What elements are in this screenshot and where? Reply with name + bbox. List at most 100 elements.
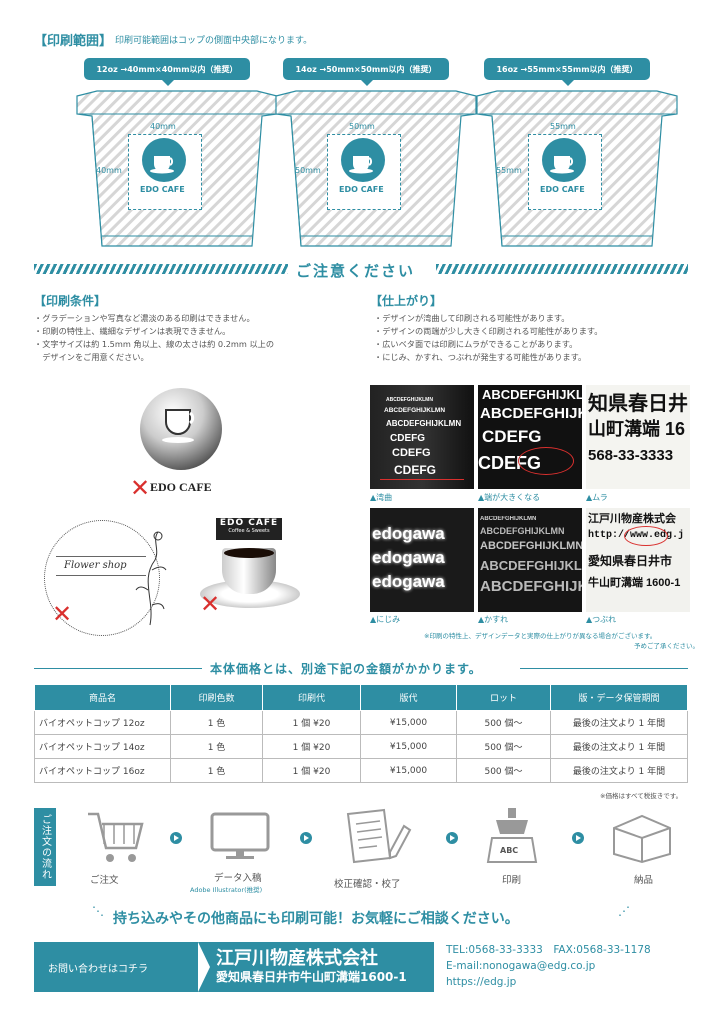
cafe-logo-text: EDO CAFE: [140, 185, 185, 194]
photo-curve: ABCDEFGHIJKLMN ABCDEFGHIJKLMN ABCDEFGHIJ…: [370, 385, 474, 489]
order-flow-label: ご注文の流れ: [34, 808, 56, 886]
finish-list: ・デザインが湾曲して印刷される可能性があります。 ・デザインの両端が少し大きく印…: [374, 312, 602, 364]
print-conditions-heading: 【印刷条件】: [34, 294, 107, 308]
table-cell: 500 個〜: [456, 758, 551, 783]
photo-tsubure: 江戸川物産株式会 http://www.edg.j 愛知県春日井市 牛山町溝端 …: [586, 508, 690, 612]
photo-coffee: [224, 548, 274, 558]
table-cell: 1 個 ¥20: [262, 758, 361, 783]
arrow-right-icon: [170, 832, 182, 844]
flow-step-label: ご注文: [90, 875, 119, 886]
flower-logo-text: Flower shop: [64, 560, 127, 571]
caution-title: ご注意ください: [296, 262, 416, 280]
list-item: デザインをご用意ください。: [34, 352, 149, 362]
table-row: バイオペットコップ 12oz 1 色 1 個 ¥20 ¥15,000 500 個…: [34, 710, 688, 735]
table-cell: バイオペットコップ 12oz: [34, 710, 171, 735]
flower-logo-example: [44, 520, 160, 636]
flower-frame: [56, 556, 146, 576]
table-cell: 最後の注文より 1 年間: [550, 734, 688, 759]
arrow-right-icon: [300, 832, 312, 844]
photo-faint: ABCDEFGHIJKLMN ABCDEFGHIJKLMN ABCDEFGHIJ…: [478, 508, 582, 612]
table-cell: バイオペットコップ 14oz: [34, 734, 171, 759]
caption: ▲かすれ: [478, 615, 509, 624]
dim-width: 50mm: [349, 122, 375, 131]
contact-tab: お問い合わせはコチラ: [34, 942, 194, 992]
tel-fax: TEL:0568-33-3333 FAX:0568-33-1178: [446, 944, 651, 956]
cross-mark-icon: ✕: [130, 474, 151, 502]
arrow-right-icon: [446, 832, 458, 844]
table-cell: 1 個 ¥20: [262, 710, 361, 735]
finish-footnote: ※印刷の特性上、デザインデータと実際の仕上がりが異なる場合がございます。: [424, 632, 657, 640]
table-cell: 1 色: [170, 758, 263, 783]
column-header: 商品名: [34, 684, 171, 711]
caption: ▲ムラ: [586, 493, 608, 502]
list-item: ・広いベタ面では印刷にムラができることがあります。: [374, 339, 578, 349]
column-header: ロット: [456, 684, 551, 711]
company-name: 江戸川物産株式会社: [216, 948, 378, 969]
email-link[interactable]: E-mail:nonogawa@edg.co.jp: [446, 960, 596, 972]
cross-mark-icon: ✕: [52, 600, 73, 628]
print-press-icon: [486, 808, 538, 863]
divider: [34, 668, 202, 669]
cart-icon: [88, 812, 144, 862]
table-cell: 最後の注文より 1 年間: [550, 710, 688, 735]
list-item: ・にじみ、かすれ、つぶれが発生する可能性があります。: [374, 352, 587, 362]
table-cell: 500 個〜: [456, 734, 551, 759]
price-table: 商品名 印刷色数 印刷代 版代 ロット 版・データ保管期間 バイオペットコップ …: [34, 684, 688, 783]
price-note: ※価格はすべて税抜きです。: [600, 792, 683, 800]
finish-heading: 【仕上がり】: [370, 294, 443, 308]
divider: [520, 668, 688, 669]
table-cell: ¥15,000: [360, 758, 457, 783]
sparkle-icon: ⋰: [618, 904, 630, 918]
cafe-logo-icon: [142, 138, 186, 182]
print-range-heading: 【印刷範囲】: [34, 34, 113, 49]
list-item: ・印刷の特性上、繊細なデザインは表現できません。: [34, 326, 231, 336]
photo-mura: 知県春日井 山町溝端 16 568-33-3333: [586, 385, 690, 489]
table-header-row: 商品名 印刷色数 印刷代 版代 ロット 版・データ保管期間: [34, 684, 688, 711]
column-header: 版・データ保管期間: [550, 684, 688, 711]
cafe-logo-icon: [341, 138, 385, 182]
column-header: 印刷色数: [170, 684, 263, 711]
flower-branch-icon: [135, 531, 167, 626]
table-row: バイオペットコップ 16oz 1 色 1 個 ¥20 ¥15,000 500 個…: [34, 758, 688, 783]
coffee-cup-icon: [162, 409, 195, 443]
stripe-right: [436, 264, 688, 274]
price-title: 本体価格とは、別途下記の金額がかかります。: [210, 662, 482, 676]
document-pen-icon: [346, 808, 412, 864]
cafe-logo-text: EDO CAFE: [540, 185, 585, 194]
monitor-icon: [210, 812, 270, 859]
caption: ▲湾曲: [370, 493, 393, 502]
list-item: ・デザインが湾曲して印刷される可能性があります。: [374, 313, 570, 323]
column-header: 版代: [360, 684, 457, 711]
size-pill-12oz: 12oz →40mm×40mm以内（推奨）: [84, 58, 250, 86]
contact-info: TEL:0568-33-3333 FAX:0568-33-1178 E-mail…: [446, 942, 651, 990]
flow-step-sublabel: Adobe Illustrator(推奨): [190, 886, 263, 894]
table-cell: 1 色: [170, 710, 263, 735]
dim-width: 55mm: [550, 122, 576, 131]
column-header: 印刷代: [262, 684, 361, 711]
arrow-right-icon: [572, 832, 584, 844]
caption: ▲端が大きくなる: [478, 493, 541, 502]
table-cell: 500 個〜: [456, 710, 551, 735]
cross-mark-icon: ✕: [200, 590, 221, 618]
coffee-sweets-text: Coffee & Sweets: [228, 528, 270, 534]
cup-16oz: 16oz →55mm×55mm以内（推奨） 55mm 55mm EDO CAFE: [484, 58, 654, 258]
edo-cafe-box: EDO CAFE Coffee & Sweets: [216, 518, 282, 540]
size-pill-14oz: 14oz →50mm×50mm以内（推奨）: [283, 58, 449, 86]
stripe-left: [34, 264, 288, 274]
caption: ▲つぶれ: [586, 615, 617, 624]
list-item: ・デザインの両端が少し大きく印刷される可能性があります。: [374, 326, 603, 336]
print-conditions-list: ・グラデーションや写真など濃淡のある印刷はできません。 ・印刷の特性上、繊細なデ…: [34, 312, 274, 364]
table-cell: 1 個 ¥20: [262, 734, 361, 759]
table-cell: バイオペットコップ 16oz: [34, 758, 171, 783]
flow-step-label: 納品: [634, 875, 654, 886]
flow-step-label: 印刷: [502, 875, 522, 886]
cafe-logo-text: EDO CAFE: [339, 185, 384, 194]
table-cell: 最後の注文より 1 年間: [550, 758, 688, 783]
cup-12oz: 12oz →40mm×40mm以内（推奨） 40mm 40mm EDO CAFE: [84, 58, 254, 258]
table-row: バイオペットコップ 14oz 1 色 1 個 ¥20 ¥15,000 500 個…: [34, 734, 688, 759]
table-cell: ¥15,000: [360, 710, 457, 735]
dim-height: 40mm: [96, 166, 122, 175]
print-range-note: 印刷可能範囲はコップの側面中央部になります。: [115, 36, 313, 46]
website-link[interactable]: https://edg.jp: [446, 976, 517, 988]
dim-height: 55mm: [496, 166, 522, 175]
